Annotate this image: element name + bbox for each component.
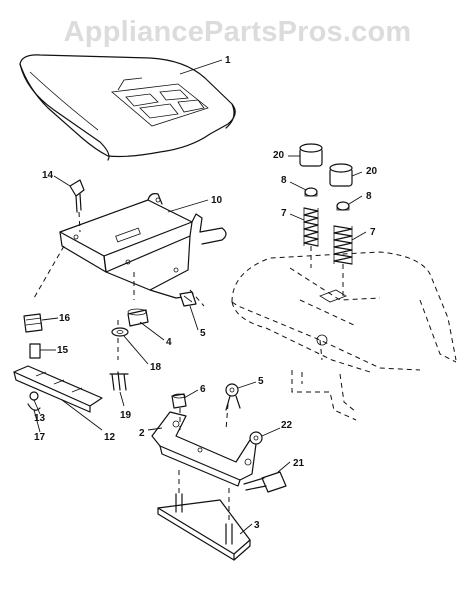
nut-part-8-left <box>304 187 318 197</box>
callout-16: 16 <box>59 313 71 324</box>
adjuster-plate-part-12 <box>13 365 103 413</box>
callout-5-lower: 5 <box>258 376 264 387</box>
handle-part-5-lower <box>225 383 241 411</box>
clip-part-13 <box>29 391 39 401</box>
nut-part-8-right <box>336 201 350 211</box>
callout-19: 19 <box>120 410 132 421</box>
callout-2: 2 <box>139 428 145 439</box>
clip-part-19 <box>109 371 129 391</box>
bushing-part-20-left <box>299 143 323 167</box>
bushing-part-20-right <box>329 163 353 187</box>
callout-7-left: 7 <box>281 208 287 219</box>
callout-22: 22 <box>281 420 293 431</box>
callout-14: 14 <box>42 170 54 181</box>
leader-lines <box>33 59 367 535</box>
callout-3: 3 <box>254 520 260 531</box>
pivot-bracket-part-2 <box>151 411 257 487</box>
callout-18: 18 <box>150 362 162 373</box>
callout-8-left: 8 <box>281 175 287 186</box>
callout-12: 12 <box>104 432 116 443</box>
washer-part-18 <box>111 327 129 337</box>
spring-part-7-right <box>333 225 353 265</box>
callout-numbers: 1 10 14 16 15 13 12 17 4 18 5 19 6 5 2 2… <box>34 55 378 531</box>
washer-part-22 <box>249 431 263 445</box>
bolt-part-21 <box>243 471 287 493</box>
watermark: AppliancePartsPros.com <box>63 16 412 48</box>
callout-17: 17 <box>34 432 46 443</box>
fender-chassis <box>231 251 457 421</box>
seat-part-1 <box>19 54 236 161</box>
callout-4: 4 <box>166 337 172 348</box>
callout-21: 21 <box>293 458 305 469</box>
nut-part-5-upper <box>179 291 197 307</box>
callout-20-left: 20 <box>273 150 285 161</box>
callout-1: 1 <box>225 55 231 66</box>
spring-part-7-left <box>303 207 319 247</box>
spacer-part-15 <box>29 343 41 359</box>
callout-15: 15 <box>57 345 69 356</box>
base-plate-part-3 <box>157 493 251 561</box>
bolt-part-14 <box>69 179 85 213</box>
bushing-part-4 <box>127 308 149 327</box>
callout-8-right: 8 <box>366 191 372 202</box>
callout-5-upper: 5 <box>200 328 206 339</box>
callout-20-right: 20 <box>366 166 378 177</box>
callout-6: 6 <box>200 384 206 395</box>
callout-13: 13 <box>34 413 46 424</box>
nut-part-6 <box>171 393 187 409</box>
seat-pan-part-10 <box>59 193 227 299</box>
knob-part-16 <box>23 313 43 333</box>
callout-7-right: 7 <box>370 227 376 238</box>
callout-10: 10 <box>211 195 223 206</box>
